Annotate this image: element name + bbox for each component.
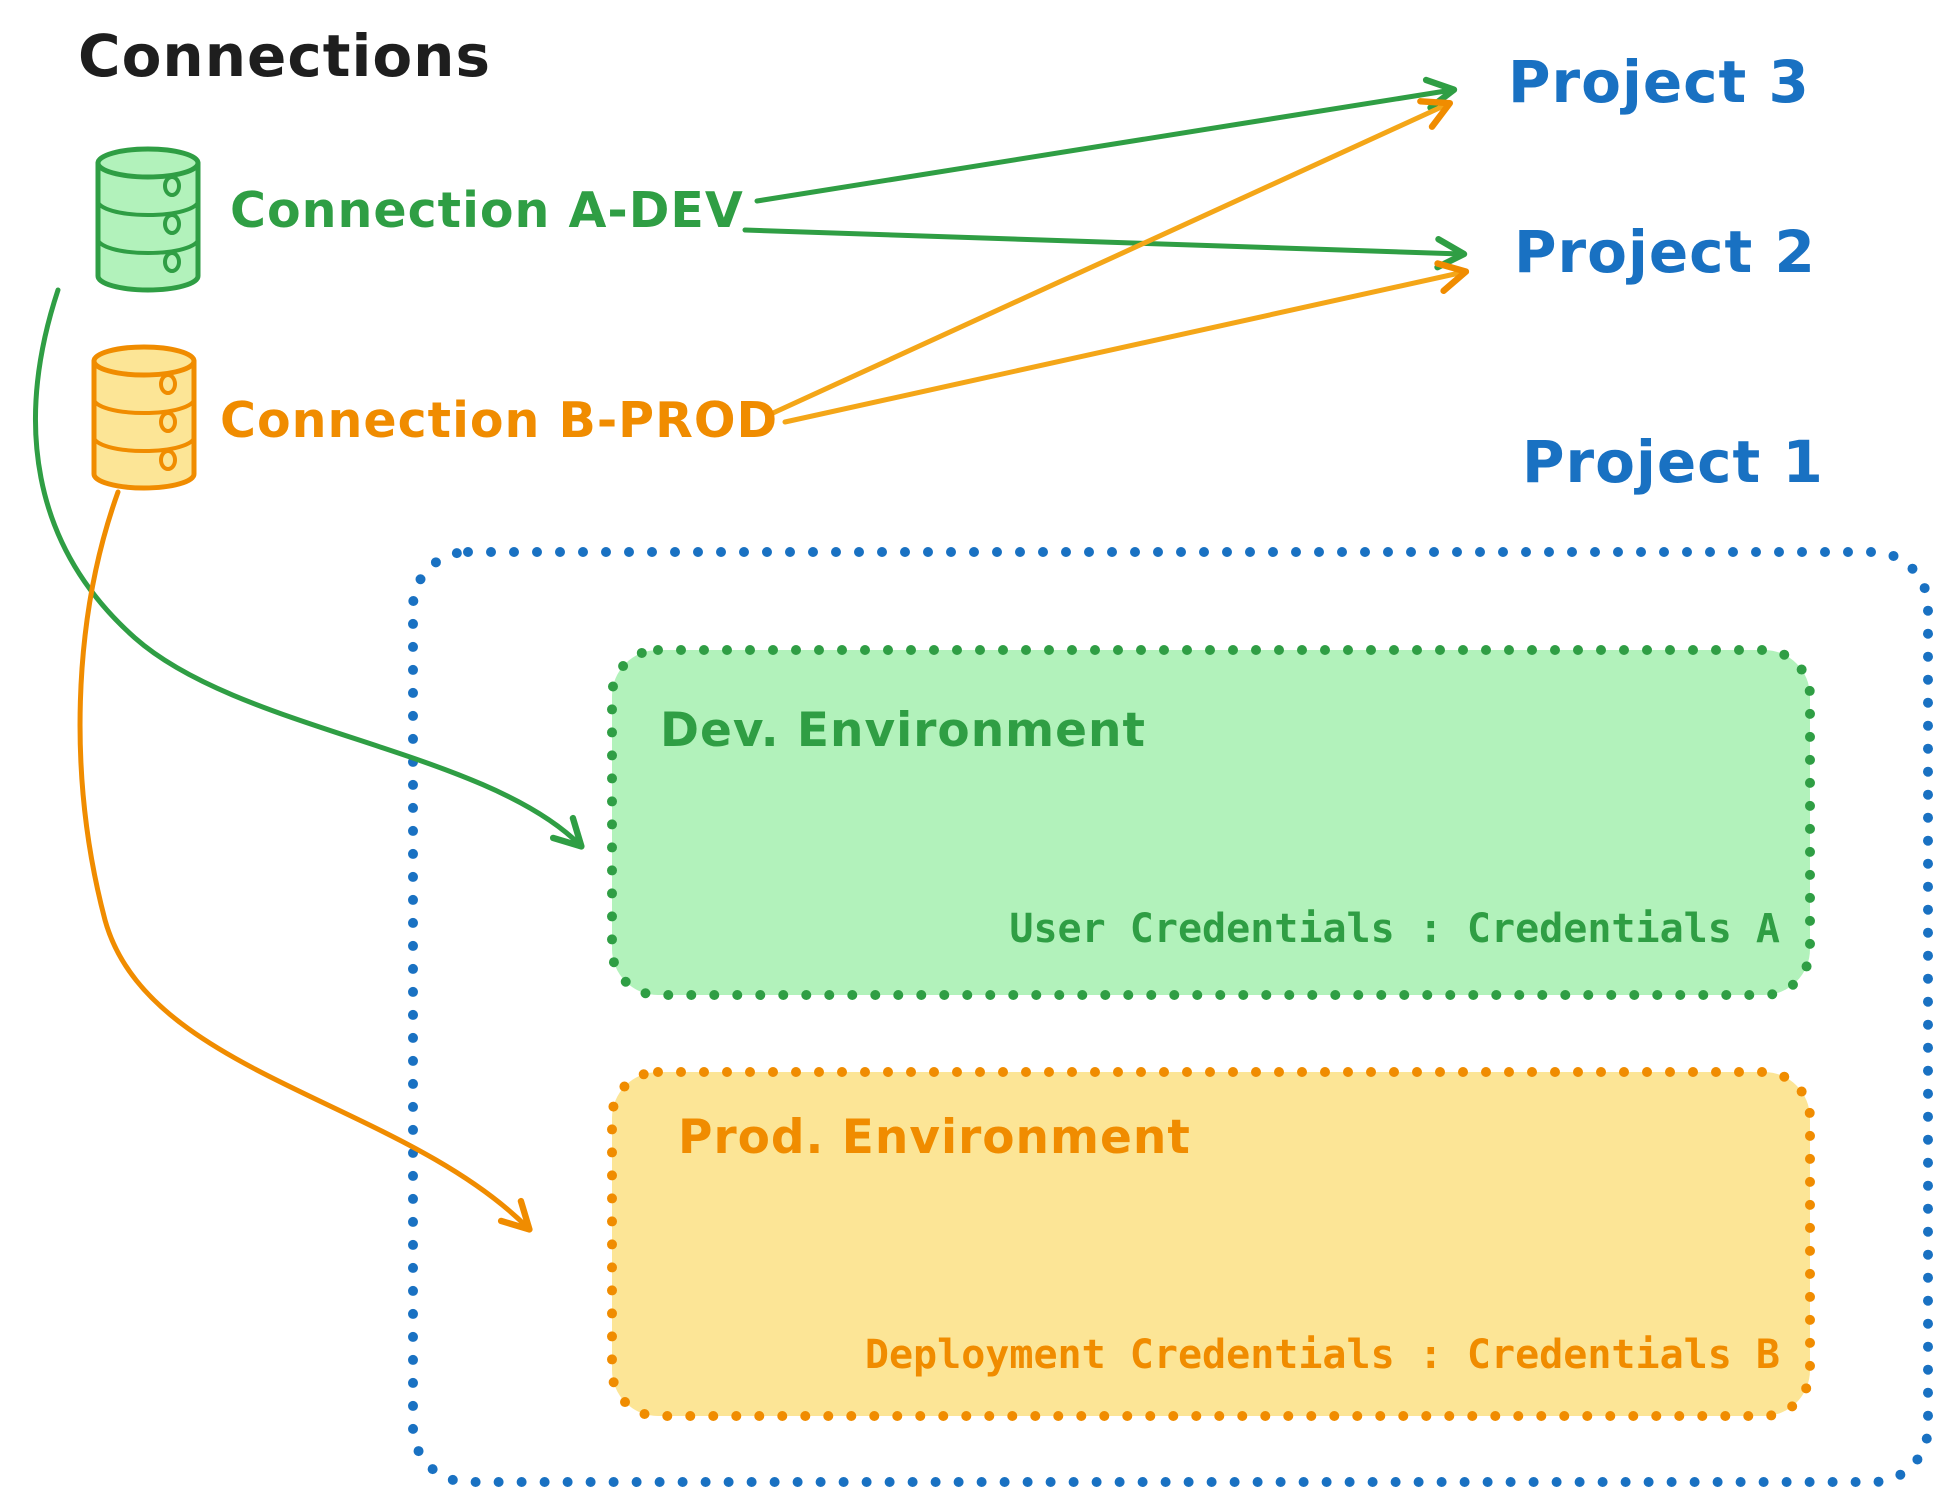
diagram-title: Connections: [78, 22, 491, 90]
project2-label: Project 2: [1514, 218, 1816, 286]
arrow-bprod-prod-environment: [77, 489, 533, 1233]
project1-label: Project 1: [1522, 428, 1824, 496]
arrow-adev-project3: [754, 76, 1458, 204]
dev-environment-title: Dev. Environment: [660, 703, 1146, 758]
prod-environment-box: [607, 1067, 1815, 1421]
arrow-adev-project2: [742, 227, 1468, 271]
project1-box: [408, 547, 1933, 1487]
database-icon: [91, 344, 197, 491]
prod-environment-title: Prod. Environment: [678, 1110, 1191, 1165]
arrow-bprod-project2: [782, 260, 1470, 425]
dev-credentials-text: User Credentials : Credentials A: [1009, 906, 1780, 952]
project3-label: Project 3: [1508, 48, 1810, 116]
arrow-bprod-project3: [770, 98, 1454, 416]
dev-environment-box: [607, 645, 1815, 1000]
connection-a-dev-label: Connection A-DEV: [230, 182, 744, 239]
connection-b-prod-label: Connection B-PROD: [220, 392, 779, 449]
database-icon: [95, 146, 201, 293]
arrow-adev-dev-environment: [33, 287, 585, 850]
prod-credentials-text: Deployment Credentials : Credentials B: [864, 1332, 1780, 1378]
